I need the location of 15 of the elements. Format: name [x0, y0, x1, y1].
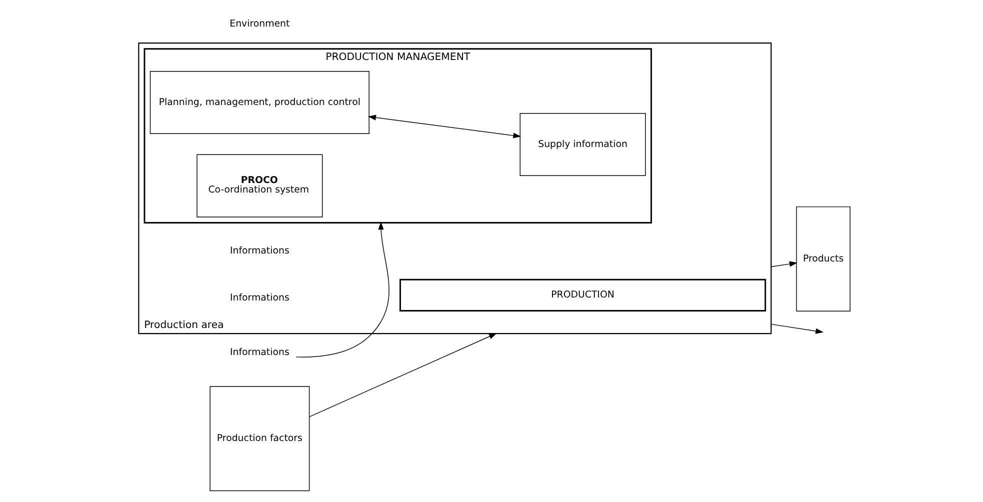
label: Informations [230, 292, 290, 304]
node-box: PRODUCTION [400, 278, 766, 312]
label: Environment [230, 18, 290, 30]
node-box: Supply information [520, 113, 646, 176]
node-text: Informations [230, 346, 290, 358]
arrow [296, 222, 390, 358]
arrow [368, 114, 522, 138]
node-box: PROCO Co-ordination system [196, 154, 323, 218]
arrow [770, 324, 824, 334]
arrow [770, 261, 798, 268]
node-box: Planning, management, production control [150, 70, 370, 134]
arrow [309, 333, 497, 418]
node-box: Production factors [210, 386, 310, 492]
node-box: Products [796, 206, 850, 312]
label: Informations [230, 245, 290, 256]
